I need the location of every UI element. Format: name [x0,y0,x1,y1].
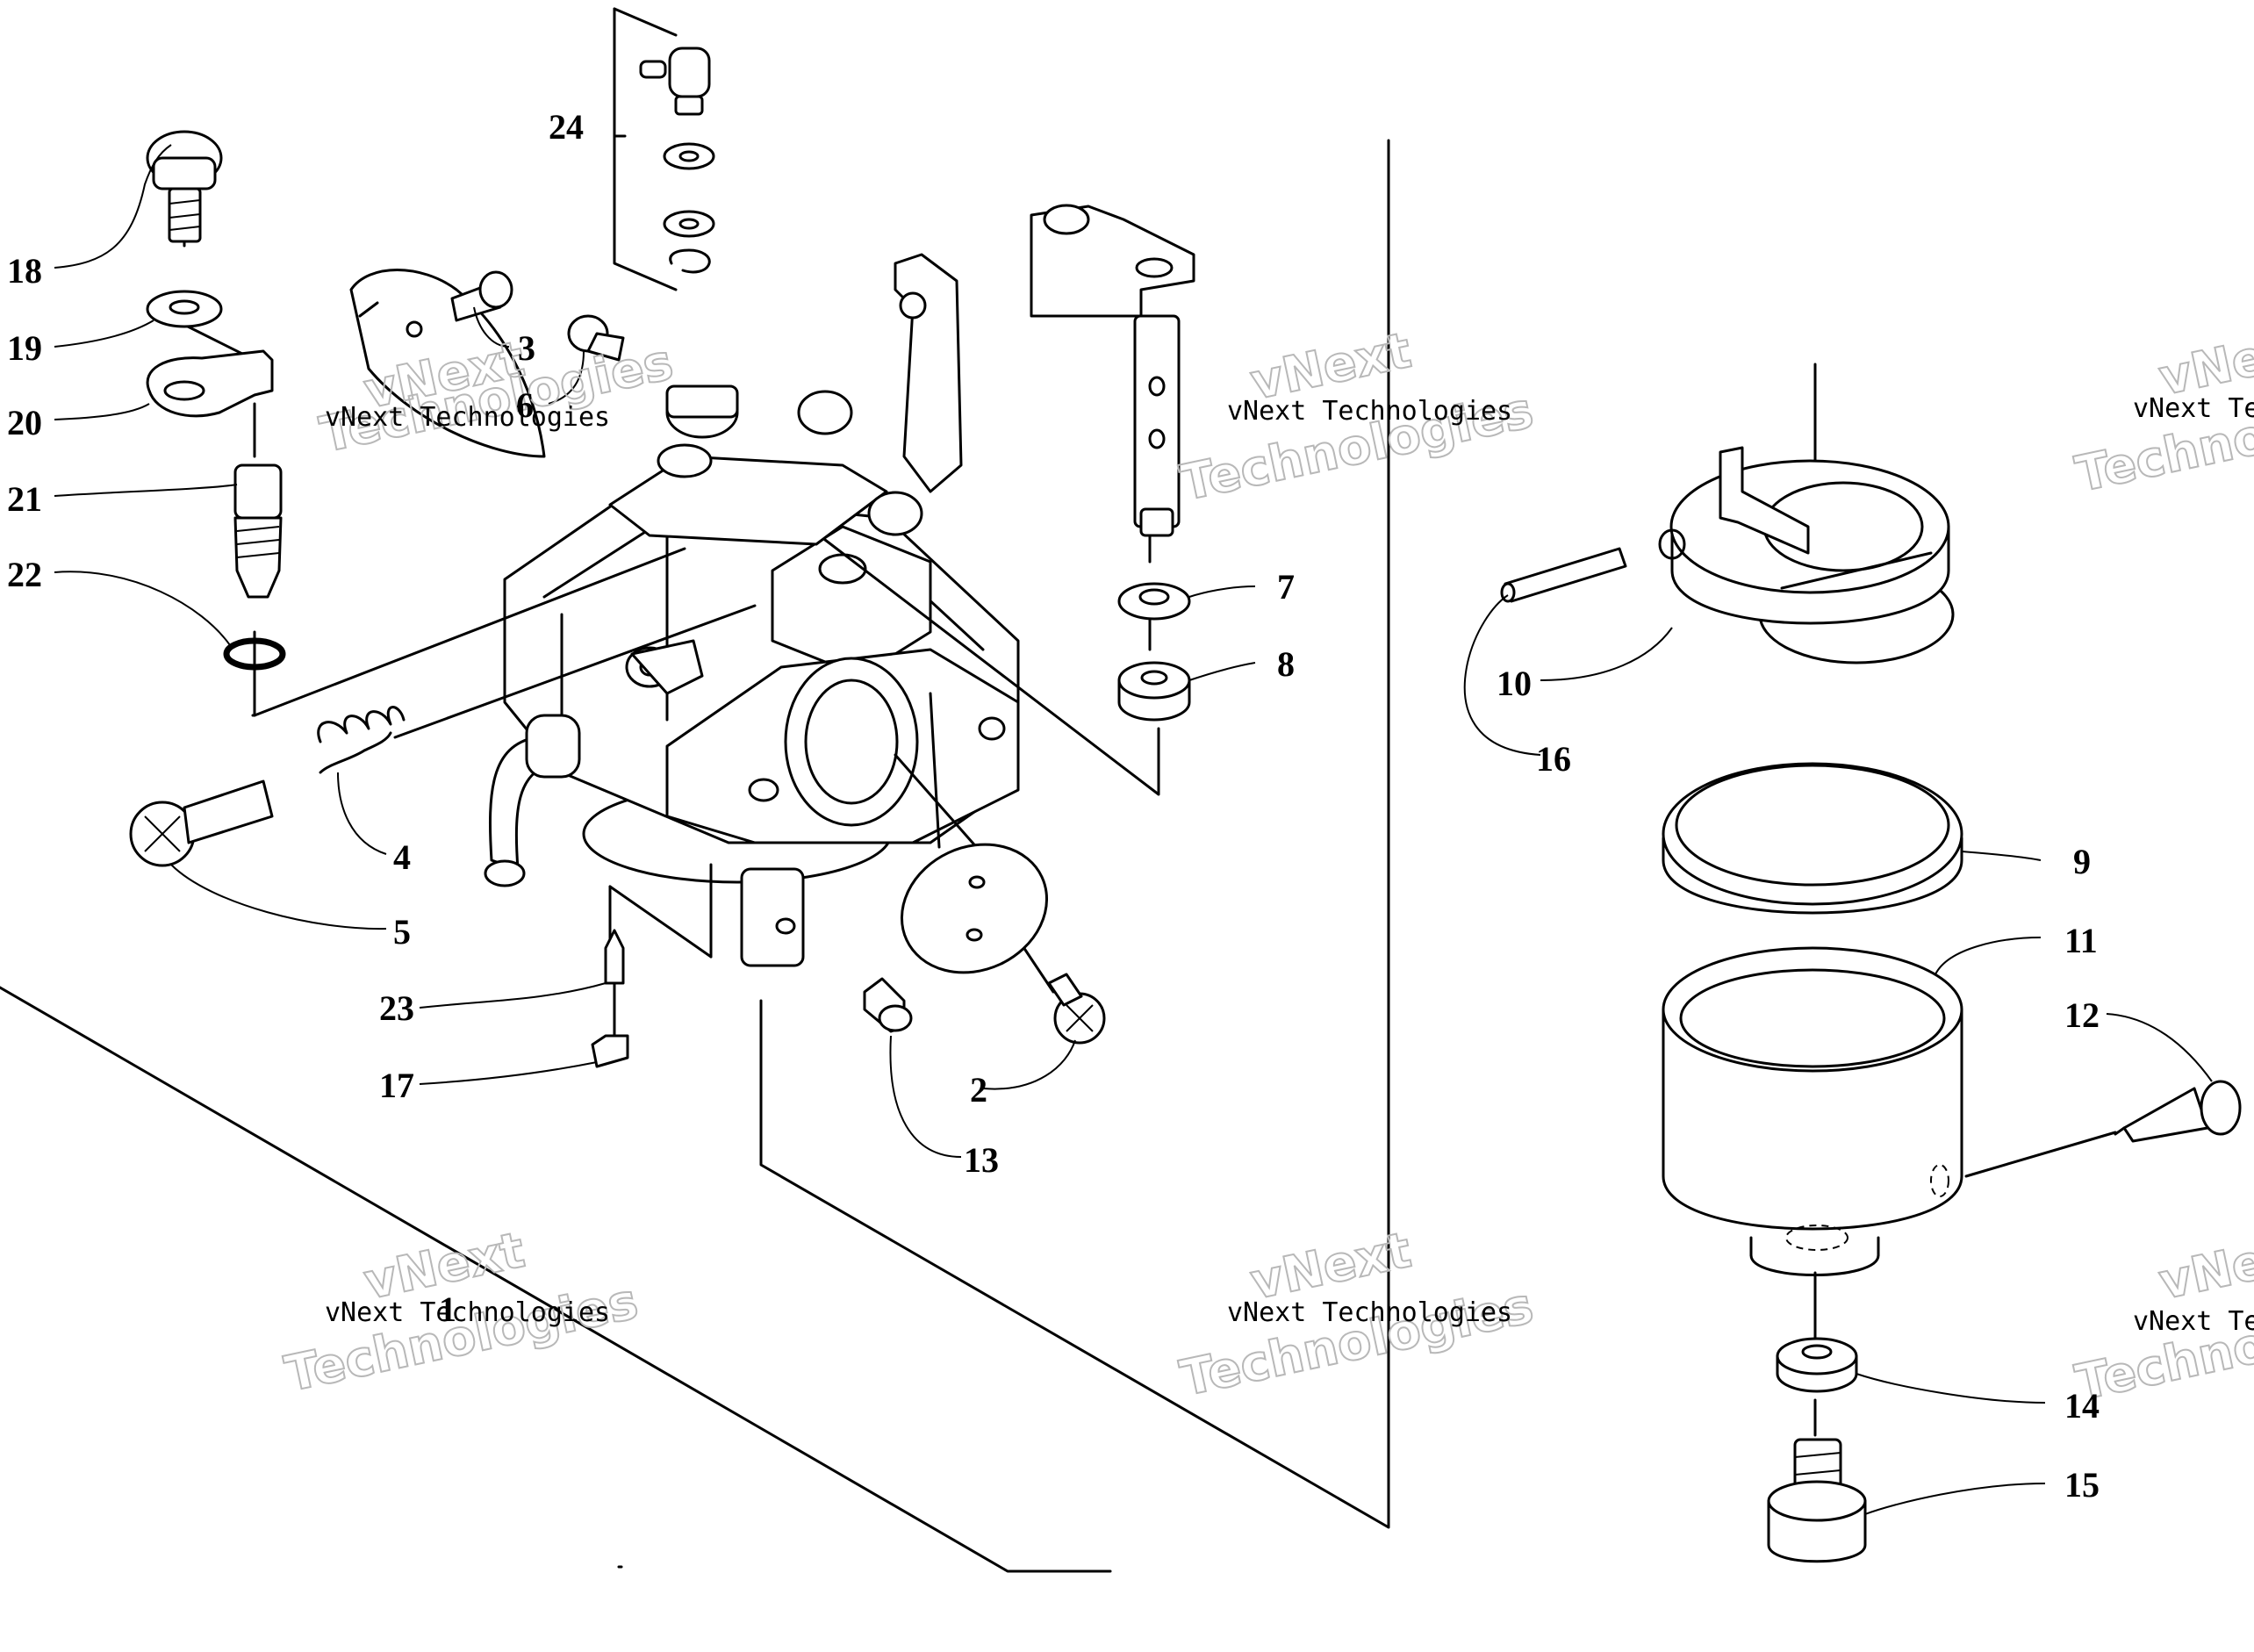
washer-19 [146,290,223,328]
callout-10: 10 [1497,664,1532,703]
watermark-6c: vNext Technologies [2133,1306,2254,1337]
washer-8 [1117,661,1191,722]
watermark-3c: vNext Technologies [2133,393,2254,424]
callout-6: 6 [516,385,534,425]
callout-2: 2 [970,1070,987,1110]
part-24-needle-stack [639,47,715,274]
needle-23 [604,929,625,985]
float-10 [1658,446,1955,664]
callout-3: 3 [518,328,535,368]
svg-text:vNext Technologies: vNext Technologies [2133,1306,2254,1337]
spring-4 [317,706,406,774]
watermark-2c: vNext Technologies [1227,396,1512,427]
jet-21 [233,463,283,599]
callout-20: 20 [7,403,42,442]
callout-23: 23 [379,988,414,1028]
callout-13: 13 [964,1140,999,1180]
svg-text:vNext Technologies: vNext Technologies [2133,393,2254,424]
screw-5 [129,779,274,867]
watermark-group: Technologies vNext vNext Technologies Te… [279,317,2254,1413]
screw-12 [2114,1080,2242,1143]
o-ring-22 [223,637,286,671]
callout-1: 1 [439,1289,456,1329]
callout-4: 4 [393,837,411,877]
pin-16 [1500,547,1627,603]
assembly-frame-lines [0,7,1390,1573]
callout-18: 18 [7,251,42,291]
fitting-13 [863,977,913,1033]
washer-14 [1776,1337,1858,1393]
callout-5: 5 [393,912,411,952]
clip-17 [591,1034,629,1068]
screw-6 [567,314,625,362]
callout-17: 17 [379,1066,414,1105]
plate-20 [146,349,274,418]
callout-16: 16 [1536,739,1571,779]
svg-text:Technologies: Technologies [280,1273,642,1403]
gasket-9 [1662,762,1963,915]
screw-18 [146,130,223,243]
throttle-plate-3 [349,269,546,458]
callout-12: 12 [2064,995,2100,1035]
watermark-4c: vNext Technologies [325,1297,610,1328]
callout-14: 14 [2064,1386,2100,1426]
callout-19: 19 [7,328,42,368]
watermark-1c: vNext Technologies [325,402,610,433]
callout-11: 11 [2064,921,2098,960]
svg-text:vNext Technologies: vNext Technologies [325,402,610,433]
callout-22: 22 [7,555,42,594]
watermark-5c: vNext Technologies [1227,1297,1512,1328]
callout-15: 15 [2064,1465,2100,1505]
svg-text:vNext Technologies: vNext Technologies [325,1297,610,1328]
watermark-6b: vNext [2153,1221,2254,1312]
callout-7: 7 [1277,567,1295,607]
callout-21: 21 [7,479,42,519]
choke-plate [900,843,1049,974]
svg-text:vNext Technologies: vNext Technologies [1227,396,1512,427]
washer-7 [1117,582,1191,621]
svg-text:vNext Technologies: vNext Technologies [1227,1297,1512,1328]
callout-24: 24 [549,107,584,147]
watermark-4: Technologies [279,1272,643,1404]
screw-2 [1047,973,1106,1045]
callout-9: 9 [2073,842,2091,881]
callout-leaders [54,144,2213,1515]
callout-labels: 1 2 3 4 5 6 7 8 9 10 11 12 13 14 15 16 1… [7,107,2100,1505]
throttle-shaft [1030,204,1195,537]
bowl-11 [1662,946,1963,1276]
bolt-15 [1767,1438,1867,1563]
svg-text:vNext: vNext [2154,1222,2254,1311]
callout-8: 8 [1277,644,1295,684]
